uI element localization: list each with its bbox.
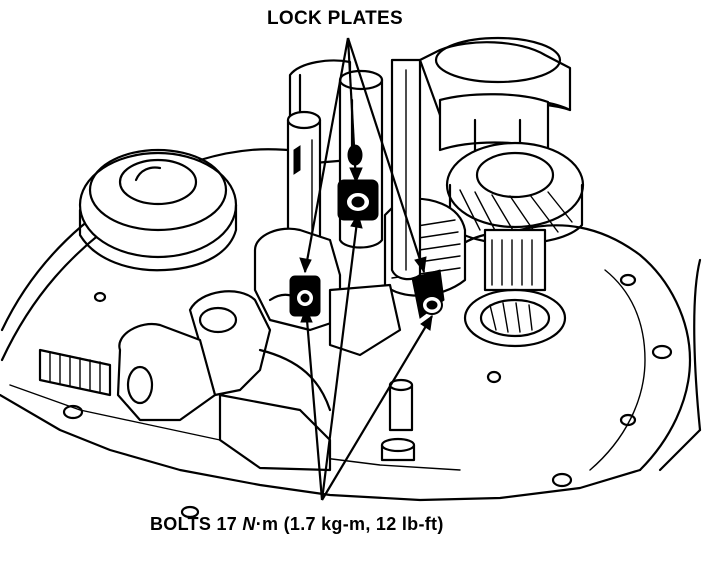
lock-plates-label: LOCK PLATES — [267, 8, 403, 29]
right-gear-cluster — [445, 141, 585, 348]
shift-lever-arm — [116, 290, 332, 472]
bolts-torque-unit-n: N — [242, 514, 256, 534]
shift-fork-bracket — [253, 227, 402, 357]
lock-plates-leaders — [299, 37, 427, 274]
bolts-torque-label: BOLTS 17 N·m (1.7 kg-m, 12 lb-ft) — [150, 514, 444, 535]
bolts-torque-suffix: ·m (1.7 kg-m, 12 lb-ft) — [255, 514, 444, 534]
bolts-torque-prefix: BOLTS 17 — [150, 514, 243, 534]
detent-comb — [38, 348, 112, 397]
flange-bolt-holes — [62, 273, 673, 519]
right-shift-rod — [390, 58, 422, 281]
middle-shift-rod — [338, 69, 384, 249]
left-bearing — [78, 148, 238, 272]
detent-pins — [380, 378, 416, 462]
bolts-leaders — [300, 212, 433, 501]
lock-plate-right — [411, 269, 445, 319]
lock-plate-upper — [337, 179, 379, 221]
lock-plate-left — [289, 275, 321, 317]
